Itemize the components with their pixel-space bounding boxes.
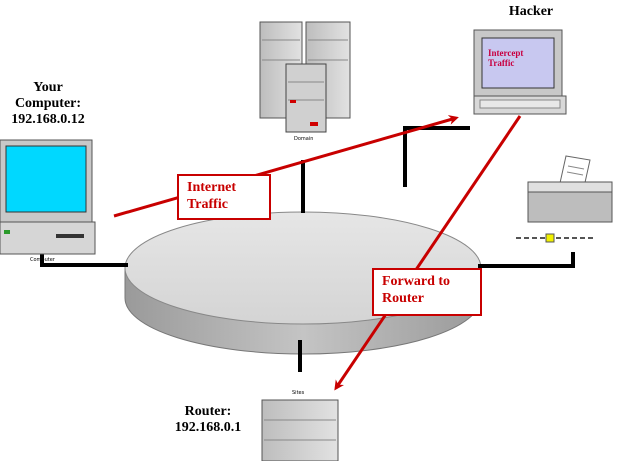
your-computer-ip: 192.168.0.12 [11,112,85,128]
forward-to-router-callout: Forward to Router [372,268,482,316]
your-computer-label-line1: Your [33,80,63,95]
router-label: Router: 192.168.0.1 [160,404,256,436]
traffic-arrows [113,115,522,391]
cable-hacker [403,126,470,187]
hacker-label: Hacker [496,4,566,20]
forward-line1: Forward to [382,274,451,289]
printer-icon [516,155,613,243]
your-computer-label: Your Computer: 192.168.0.12 [0,80,96,128]
arrow-forward-to-router [334,115,522,391]
your-computer-label-line2: Computer: [14,96,82,112]
router-ip: 192.168.0.1 [174,420,242,436]
hacker-screen-line2: Traffic [488,58,515,69]
internet-traffic-callout: Internet Traffic [177,174,271,220]
server-caption: Domain [294,136,314,142]
network-cables [40,126,575,372]
arrow-internet-traffic [113,115,459,218]
hacker-label-text: Hacker [508,4,554,19]
cable-printer [478,252,575,268]
hacker-computer-icon [473,29,567,115]
server-stack-icon [259,21,351,133]
router-tower-icon [261,399,339,461]
computer-caption: Computer [30,257,55,263]
desktop-computer-icon [0,139,96,255]
router-caption: Sites [292,390,305,396]
internet-traffic-line1: Internet [187,180,236,195]
router-label-line1: Router: [184,404,232,419]
hacker-screen-line1: Intercept [488,48,524,58]
hacker-screen-text: Intercept Traffic [488,48,552,69]
internet-traffic-line2: Traffic [187,196,228,212]
forward-line2: Router [382,290,424,306]
